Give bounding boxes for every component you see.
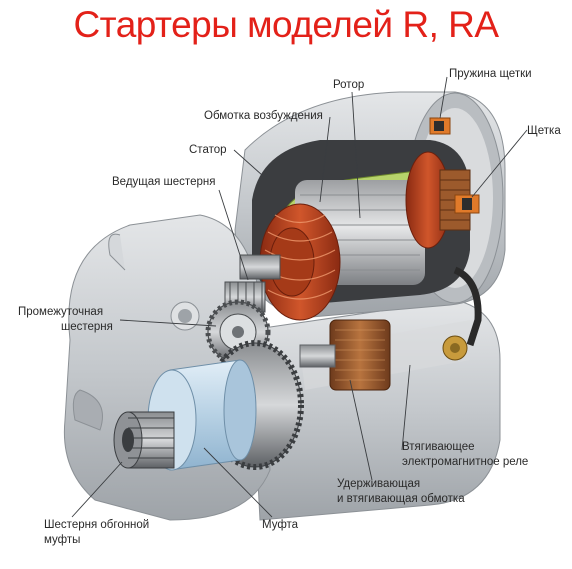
label-hold-coil-line1: Удерживающая [337, 478, 421, 490]
leader-hold-coil [349, 379, 373, 481]
leader-pinion [71, 461, 123, 518]
leader-field-winding [319, 116, 331, 203]
label-rotor: Ротор [333, 79, 365, 91]
label-solenoid-line2: электромагнитное реле [402, 456, 529, 468]
label-field-winding: Обмотка возбуждения [204, 110, 323, 122]
armature-winding-front [259, 203, 341, 321]
label-clutch: Муфта [262, 519, 299, 531]
leader-clutch [203, 447, 273, 518]
label-stator: Статор [189, 144, 227, 156]
leader-drive-gear [218, 189, 249, 281]
brush-assembly [429, 117, 480, 214]
leader-rotor [351, 91, 361, 219]
leader-lines [71, 76, 528, 518]
terminal-bolt [442, 266, 482, 361]
label-solenoid-line1: Втягивающее [402, 441, 475, 453]
label-pinion-line2: муфты [44, 534, 81, 546]
leader-solenoid [401, 364, 411, 451]
leader-stator [233, 149, 263, 176]
label-pinion-line1: Шестерня обгонной [44, 519, 150, 531]
leader-brush-spring [439, 76, 448, 119]
label-idler-gear-line2: шестерня [61, 321, 113, 333]
diagram-title: Стартеры моделей R, RA [73, 4, 499, 45]
leader-idler-gear [119, 319, 217, 327]
label-brush-spring: Пружина щетки [449, 68, 532, 80]
hold-pull-coil [299, 319, 391, 391]
leader-brush [471, 129, 528, 198]
output-pinion [113, 411, 175, 469]
label-drive-gear: Ведущая шестерня [112, 176, 216, 188]
label-brush: Щетка [527, 125, 561, 137]
label-hold-coil-line2: и втягивающая обмотка [337, 493, 465, 505]
label-idler-gear-line1: Промежуточная [18, 306, 104, 318]
